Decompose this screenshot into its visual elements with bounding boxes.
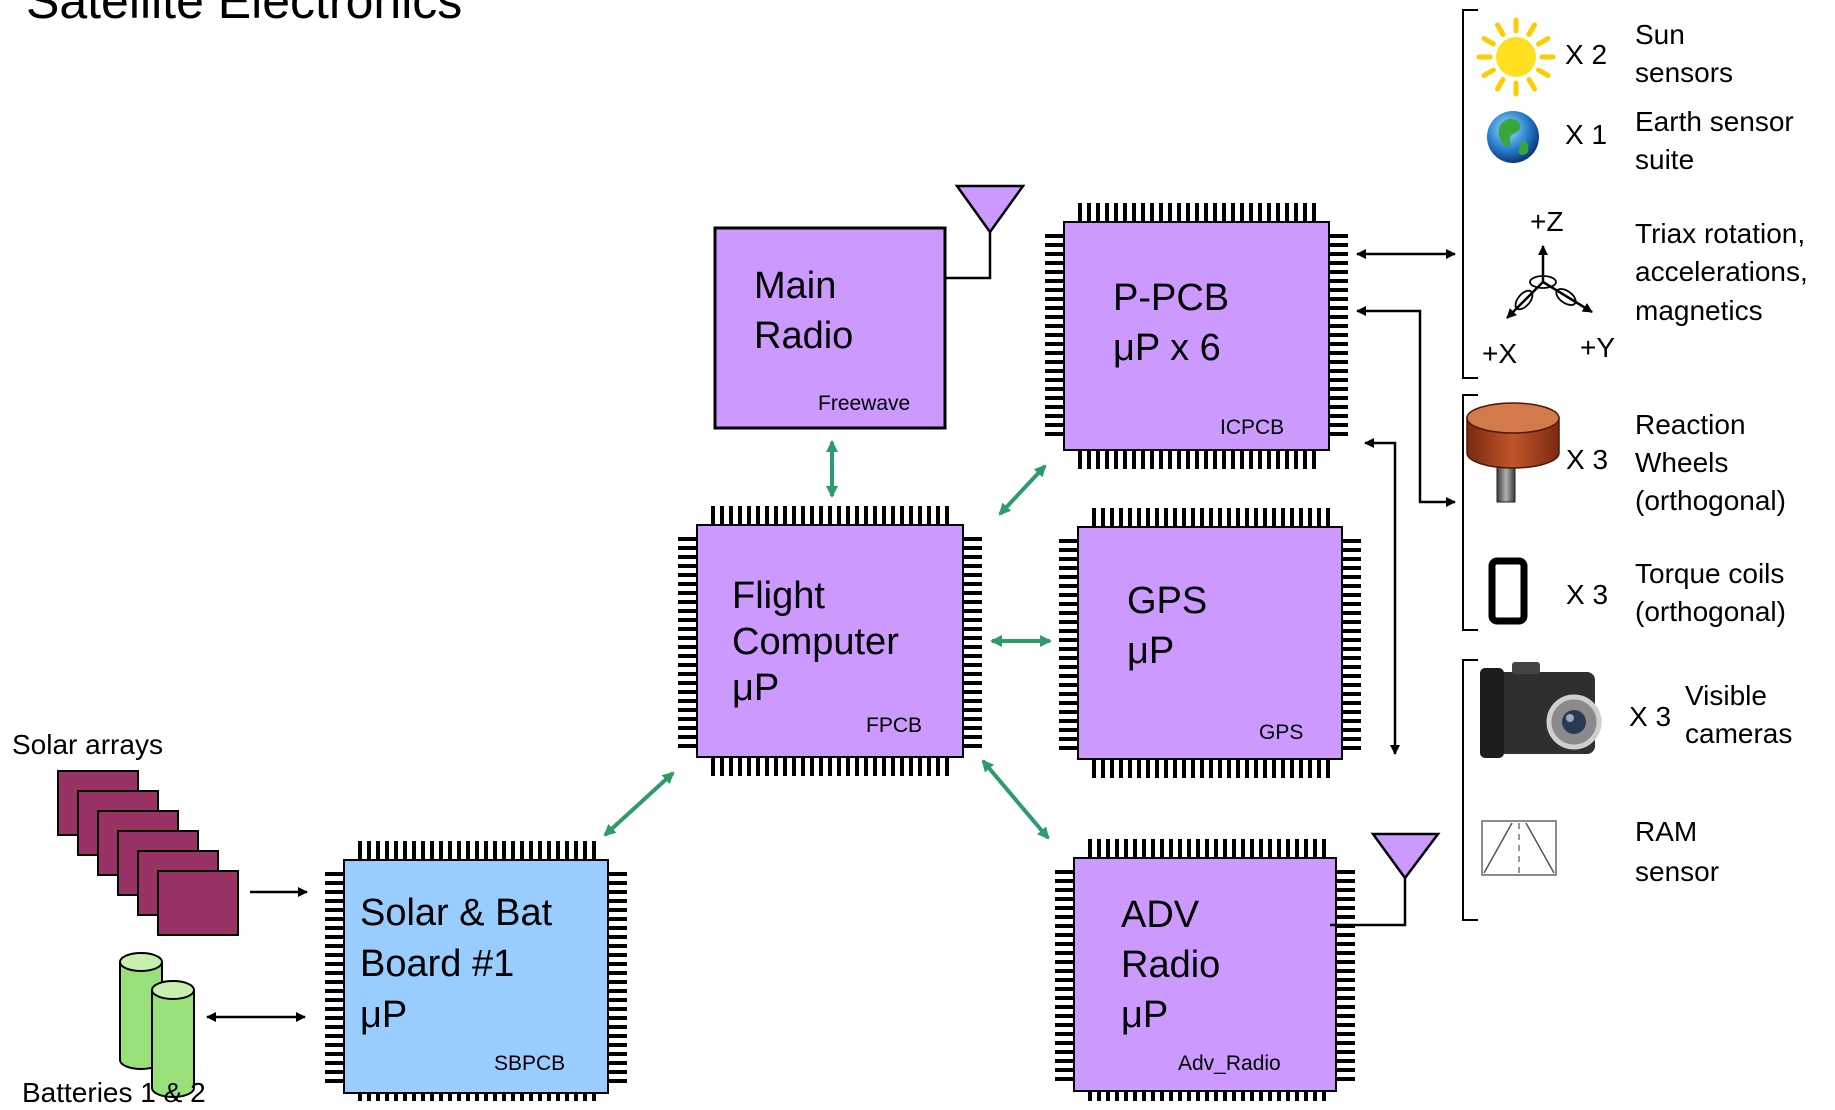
- link-flight-adv: [983, 761, 1048, 838]
- flight-label-1: Flight: [732, 574, 825, 618]
- solar-arrays-label: Solar arrays: [12, 728, 163, 762]
- link-flight-ppcb: [1000, 466, 1045, 514]
- triax-label-2: accelerations,: [1635, 254, 1808, 290]
- ppcb-label-1: P-PCB: [1113, 276, 1229, 320]
- ppcb-label-2: μP x 6: [1113, 326, 1221, 370]
- gps-label-1: GPS: [1127, 579, 1207, 623]
- adv-label-1: ADV: [1121, 893, 1199, 937]
- camera-label-2: cameras: [1685, 716, 1792, 752]
- main-radio-tag: Freewave: [818, 391, 910, 416]
- adv-label-3: μP: [1121, 993, 1168, 1037]
- gps-tag: GPS: [1259, 720, 1303, 745]
- flight-label-2: Computer: [732, 620, 899, 664]
- gps-label-2: μP: [1127, 629, 1174, 673]
- sun-icon: [1479, 20, 1553, 94]
- adv-tag: Adv_Radio: [1178, 1051, 1281, 1076]
- reaction-wheel-icon: [1467, 403, 1559, 502]
- earth-label-1: Earth sensor: [1635, 104, 1794, 140]
- earth-label-2: suite: [1635, 142, 1694, 178]
- batteries-label: Batteries 1 & 2: [22, 1076, 206, 1110]
- camera-qty: X 3: [1629, 700, 1671, 734]
- gps-chip: [1059, 508, 1361, 778]
- ram-sensor-icon: [1482, 821, 1556, 875]
- axis-z-label: +Z: [1530, 205, 1563, 239]
- solar-label-1: Solar & Bat: [360, 891, 552, 935]
- earth-icon: [1487, 111, 1539, 163]
- axis-x-label: +X: [1482, 337, 1517, 371]
- earth-qty: X 1: [1565, 118, 1607, 152]
- page-title: Satellite Electronics: [26, 0, 462, 30]
- link-ppcb-actuators: [1357, 311, 1455, 502]
- coil-label-2: (orthogonal): [1635, 594, 1786, 630]
- wheel-qty: X 3: [1566, 443, 1608, 477]
- main-radio-antenna-icon: [945, 186, 1023, 278]
- solar-label-2: Board #1: [360, 942, 514, 986]
- bracket-payload: [1463, 660, 1478, 920]
- main-radio-label-2: Radio: [754, 314, 853, 358]
- ram-label-2: sensor: [1635, 854, 1719, 890]
- ppcb-tag: ICPCB: [1220, 415, 1284, 440]
- flight-tag: FPCB: [866, 713, 922, 738]
- wheel-label-1: Reaction: [1635, 407, 1746, 443]
- camera-icon: [1480, 662, 1599, 758]
- solar-array-panels-icon: [58, 771, 238, 935]
- wheel-label-2: Wheels: [1635, 445, 1728, 481]
- sun-qty: X 2: [1565, 38, 1607, 72]
- camera-label-1: Visible: [1685, 678, 1767, 714]
- bracket-attitude-sensors: [1463, 10, 1478, 378]
- link-ppcb-payload: [1365, 443, 1395, 754]
- adv-label-2: Radio: [1121, 943, 1220, 987]
- triax-axes-icon: [1507, 246, 1592, 318]
- coil-label-1: Torque coils: [1635, 556, 1784, 592]
- solar-tag: SBPCB: [494, 1051, 565, 1076]
- flight-label-3: μP: [732, 666, 779, 710]
- solar-label-3: μP: [360, 993, 407, 1037]
- triax-label-3: magnetics: [1635, 293, 1763, 329]
- torque-coil-icon: [1492, 561, 1524, 621]
- coil-qty: X 3: [1566, 578, 1608, 612]
- main-radio-label-1: Main: [754, 264, 836, 308]
- axis-y-label: +Y: [1580, 331, 1615, 365]
- sun-label-2: sensors: [1635, 55, 1733, 91]
- sun-label-1: Sun: [1635, 17, 1685, 53]
- wheel-label-3: (orthogonal): [1635, 483, 1786, 519]
- link-flight-solar: [605, 773, 673, 835]
- ram-label-1: RAM: [1635, 814, 1697, 850]
- triax-label-1: Triax rotation,: [1635, 216, 1805, 252]
